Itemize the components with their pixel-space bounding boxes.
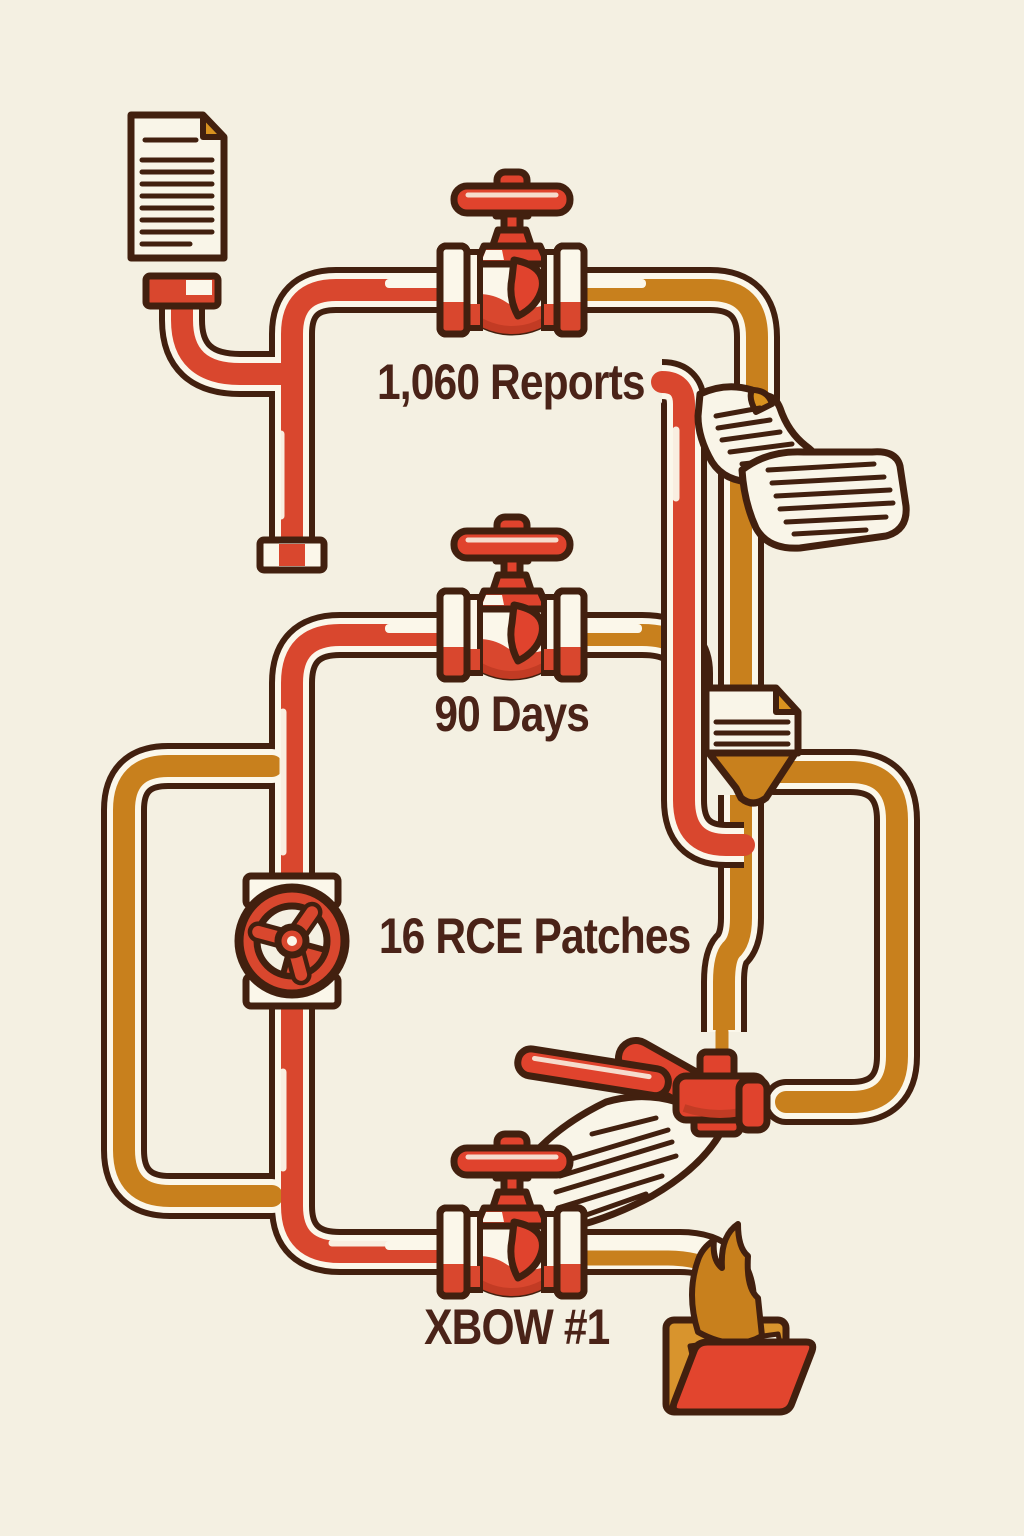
gate-valve-3 — [440, 1134, 584, 1296]
funnel — [704, 748, 800, 807]
label-reports: 1,060 Reports — [377, 354, 645, 410]
corner-fold — [200, 112, 227, 140]
gate-valve-2 — [440, 517, 584, 679]
intake-flange — [142, 272, 222, 310]
gate-valve-1 — [440, 172, 584, 334]
handwheel-icon — [234, 883, 350, 999]
folder-front — [669, 1338, 817, 1416]
lever-handle — [514, 1045, 672, 1100]
label-patches: 16 RCE Patches — [379, 908, 691, 964]
red-branch-pipe — [651, 359, 755, 868]
lever-valve-assembly — [505, 1037, 771, 1237]
label-rank: XBOW #1 — [424, 1299, 609, 1355]
document-icon — [127, 111, 228, 262]
pipe-highlights — [277, 430, 424, 1247]
funnel-document — [702, 684, 802, 807]
valve-spout — [735, 1076, 771, 1134]
handwheel-valve — [234, 872, 350, 1010]
paper-lines — [139, 137, 215, 247]
label-days: 90 Days — [434, 686, 589, 742]
paper-lines — [713, 719, 791, 747]
folder-assembly — [662, 1221, 817, 1416]
report-paper-2 — [738, 448, 910, 552]
liquid-splash — [689, 1221, 765, 1347]
capped-stub-flange — [256, 536, 328, 574]
corner-fold — [773, 685, 801, 715]
label-group: 1,060 Reports 90 Days 16 RCE Patches XBO… — [377, 354, 691, 1355]
right-loop-pipe — [751, 749, 920, 1125]
paper-lines — [765, 461, 896, 537]
